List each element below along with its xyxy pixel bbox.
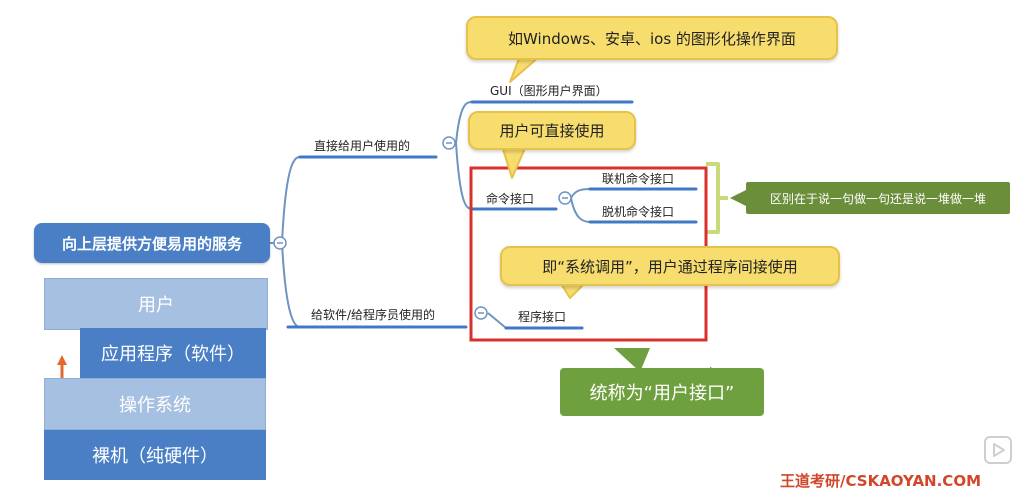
green-note-pointer [730,190,746,206]
layer-bare-machine: 裸机（纯硬件） [44,430,266,480]
node-online-command[interactable]: 联机命令接口 [602,172,675,186]
collective-callout-tail [614,348,650,372]
collapse-icon[interactable] [442,136,456,150]
node-command-interface[interactable]: 命令接口 [486,192,535,206]
line-program-connector [487,312,507,329]
line-cmd-offline [570,197,591,223]
gui-callout: 如Windows、安卓、ios 的图形化操作界面 [466,16,838,60]
watermark: 王道考研/CSKAOYAN.COM [780,472,981,490]
command-callout: 用户可直接使用 [468,111,636,150]
difference-note: 区别在于说一句做一句还是说一堆做一堆 [746,182,1010,214]
line-cmd-online [570,188,591,199]
node-offline-command[interactable]: 脱机命令接口 [602,205,675,219]
collapse-icon[interactable] [474,306,488,320]
branch-line-direct [281,156,301,244]
branch-line-program [281,242,301,328]
cmd-callout-tail [501,145,527,179]
brace [706,162,728,234]
node-program-interface[interactable]: 程序接口 [518,310,567,324]
branch-software-programmers[interactable]: 给软件/给程序员使用的 [311,308,436,322]
collapse-icon[interactable] [273,236,287,250]
layer-arrow-head [57,355,67,365]
collective-note: 统称为“用户接口” [560,368,764,416]
root-node[interactable]: 向上层提供方便易用的服务 [34,223,270,263]
program-callout: 即“系统调用”，用户通过程序间接使用 [500,246,840,286]
line-direct-to-gui [455,101,473,144]
layer-os: 操作系统 [44,378,266,430]
branch-direct-users[interactable]: 直接给用户使用的 [314,139,411,153]
node-gui[interactable]: GUI（图形用户界面） [490,84,608,98]
layer-user: 用户 [44,278,268,330]
layer-application: 应用程序（软件） [80,328,266,378]
play-icon[interactable] [984,436,1012,464]
collapse-icon[interactable] [558,191,572,205]
